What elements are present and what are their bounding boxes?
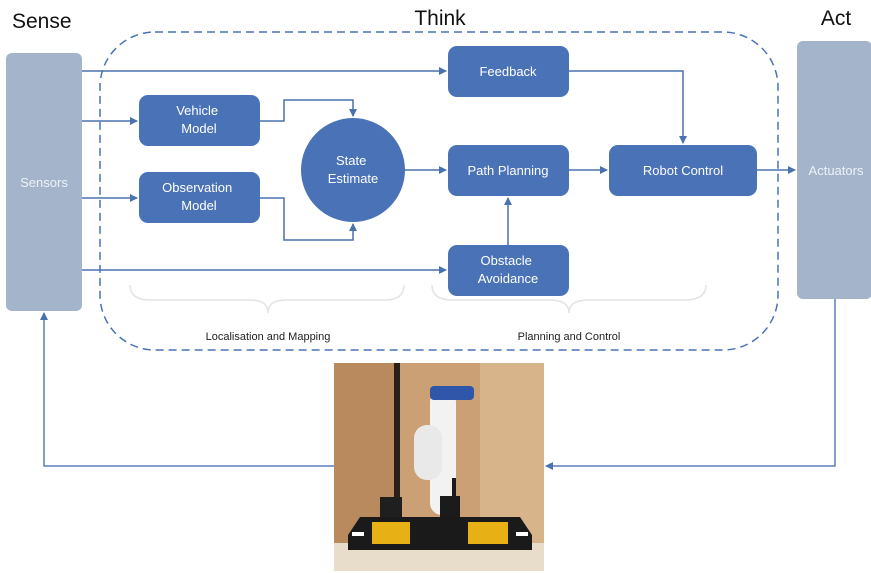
observation-model-block [139, 172, 260, 223]
feedback-block [448, 46, 569, 97]
observation-model-line-2: Model [181, 198, 217, 213]
state-estimate-line-2: Estimate [328, 171, 379, 186]
act-heading: Act [821, 7, 852, 30]
arrow-robot-to-sensors [40, 312, 334, 467]
arrow-actuators-to-robot [545, 299, 836, 470]
state-estimate-node [301, 118, 405, 222]
robot-control-label: Robot Control [643, 163, 723, 178]
localisation-group-label: Localisation and Mapping [206, 331, 331, 343]
observation-model-line-1: Observation [162, 180, 232, 195]
think-region [99, 31, 779, 351]
arrow-vehicle-model-to-state-estimate [260, 99, 357, 122]
vehicle-model-line-1: Vehicle [176, 103, 218, 118]
state-estimate-line-1: State [336, 153, 366, 168]
obstacle-avoidance-line-2: Avoidance [478, 271, 538, 286]
obstacle-avoidance-line-1: Obstacle [481, 253, 532, 268]
robot-control-block [609, 145, 757, 196]
sensors-label: Sensors [20, 175, 68, 190]
localisation-group-bracket [129, 284, 405, 314]
vehicle-model-block [139, 95, 260, 146]
sense-heading: Sense [12, 10, 72, 33]
actuators-label: Actuators [809, 163, 864, 178]
arrow-feedback-to-robot-control [569, 70, 687, 144]
state-estimate-label: State Estimate [328, 153, 379, 186]
obstacle-avoidance-block [448, 245, 569, 296]
actuators-block [797, 41, 871, 299]
vehicle-model-line-2: Model [181, 121, 217, 136]
arrow-observation-model-to-state-estimate [260, 197, 357, 241]
planning-group-bracket [431, 284, 707, 314]
robot-photo [334, 363, 544, 571]
vehicle-model-label: Vehicle Model [176, 103, 222, 136]
path-planning-label: Path Planning [468, 163, 549, 178]
think-heading: Think [414, 7, 466, 30]
sensors-block [6, 53, 82, 311]
obstacle-avoidance-label: Obstacle Avoidance [478, 253, 538, 286]
path-planning-block [448, 145, 569, 196]
feedback-label: Feedback [479, 64, 537, 79]
observation-model-label: Observation Model [162, 180, 236, 213]
planning-group-label: Planning and Control [518, 331, 621, 343]
